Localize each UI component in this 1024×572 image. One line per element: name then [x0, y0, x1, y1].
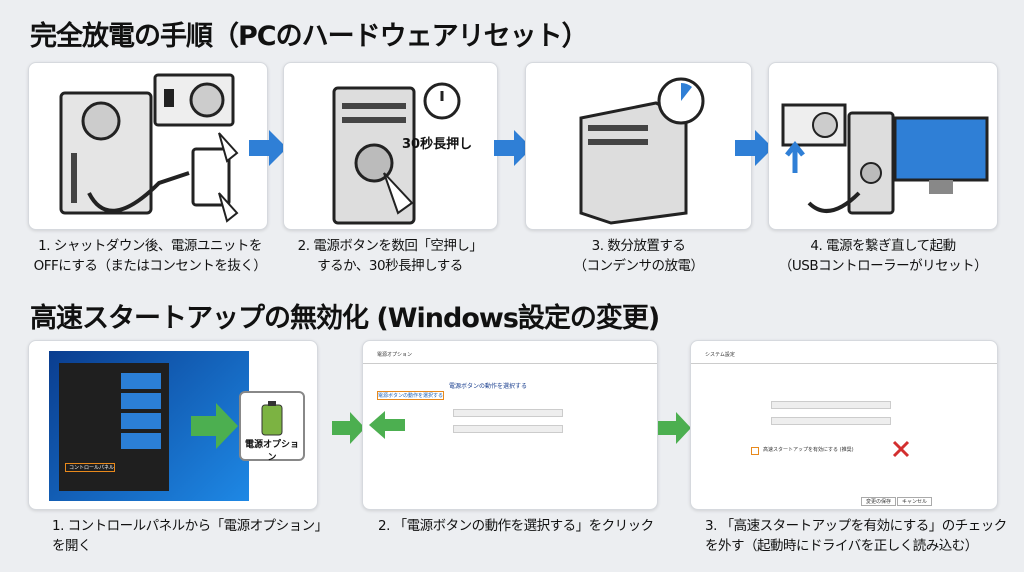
caption-line: 2. 電源ボタンを数回「空押し」 — [297, 238, 483, 254]
step2-caption: 2. 電源ボタンを数回「空押し」するか、30秒長押しする — [275, 236, 505, 276]
caption-line: するか、30秒長押しする — [317, 258, 463, 274]
step1-caption: 1. シャットダウン後、電源ユニットを OFFにする（またはコンセントを抜く） — [20, 236, 280, 276]
step1-card — [28, 62, 268, 230]
hold-30s-badge: 30秒長押し — [402, 137, 473, 152]
pc-power-button-illustration — [332, 82, 461, 225]
step4-card — [768, 62, 998, 230]
step3-card — [525, 62, 752, 230]
cancel-button[interactable]: キャンセル — [897, 497, 933, 506]
win-step3-caption: 3. 「高速スタートアップを有効にする」のチェックを外す（起動時にドライバを正し… — [705, 516, 1007, 556]
caption-line: （コンデンサの放電） — [573, 258, 705, 274]
battery-icon — [261, 401, 283, 436]
window-title: システム設定 — [705, 352, 735, 358]
section2-title: 高速スタートアップの無効化 (Windows設定の変更) — [30, 303, 660, 334]
caption-line: 3. 「高速スタートアップを有効にする」のチェック — [705, 518, 1007, 534]
caption-line: 3. 数分放置する — [591, 238, 686, 254]
arrow-right-icon — [656, 410, 692, 446]
pc-psu-illustration — [59, 73, 239, 223]
caption-line: を外す（起動時にドライバを正しく読み込む） — [705, 538, 978, 554]
caption-line: を開く — [52, 538, 91, 554]
arrow-right-icon — [733, 128, 773, 168]
menu-item-control-panel[interactable]: コントロールパネル — [65, 463, 115, 472]
fast-startup-checkbox[interactable] — [751, 447, 759, 455]
pc-wait-clock-illustration — [579, 77, 705, 225]
caption-line: 1. コントロールパネルから「電源オプション」 — [52, 518, 328, 534]
caption-line: OFFにする（またはコンセントを抜く） — [33, 258, 267, 274]
section1-title: 完全放電の手順（PCのハードウェアリセット） — [30, 21, 589, 52]
caption-line: 2. 「電源ボタンの動作を選択する」をクリック — [378, 518, 654, 534]
arrow-right-icon — [492, 128, 532, 168]
arrow-pointer-icon — [369, 411, 405, 439]
start-menu: コントロールパネル — [59, 363, 169, 491]
win-step3-card: システム設定 高速スタートアップを有効にする (推奨) 変更の保存 キャンセル — [690, 340, 998, 510]
step2-card: 30秒長押し — [283, 62, 498, 230]
save-changes-button[interactable]: 変更の保存 — [861, 497, 897, 506]
step4-caption: 4. 電源を繋ぎ直して起動 （USBコントローラーがリセット） — [760, 236, 1006, 276]
step3-caption: 3. 数分放置する （コンデンサの放電） — [525, 236, 752, 276]
power-options-tile[interactable]: 電源オプション — [239, 391, 305, 463]
arrow-right-icon — [247, 128, 287, 168]
win-step2-card: 電源オプション 電源ボタンの動作を選択する 電源ボタンの動作を選択する — [362, 340, 658, 510]
win-step1-caption: 1. コントロールパネルから「電源オプション」を開く — [52, 516, 328, 556]
win-step2-caption: 2. 「電源ボタンの動作を選択する」をクリック — [378, 516, 654, 536]
tile-label: 電源オプション — [244, 440, 299, 463]
caption-line: 4. 電源を繋ぎ直して起動 — [810, 238, 956, 254]
window-title: 電源オプション — [377, 352, 413, 358]
choose-power-button-link[interactable]: 電源ボタンの動作を選択する — [377, 391, 445, 400]
pc-reconnect-illustration — [781, 103, 989, 215]
caption-line: 1. シャットダウン後、電源ユニットを — [38, 238, 262, 254]
arrow-right-icon — [189, 401, 239, 451]
fast-startup-label: 高速スタートアップを有効にする (推奨) — [763, 447, 854, 453]
win-step1-card: コントロールパネル 電源オプション — [28, 340, 318, 510]
caption-line: （USBコントローラーがリセット） — [778, 258, 988, 274]
window-heading: 電源ボタンの動作を選択する — [449, 383, 528, 390]
arrow-right-icon — [330, 410, 366, 446]
cross-icon — [892, 440, 910, 458]
